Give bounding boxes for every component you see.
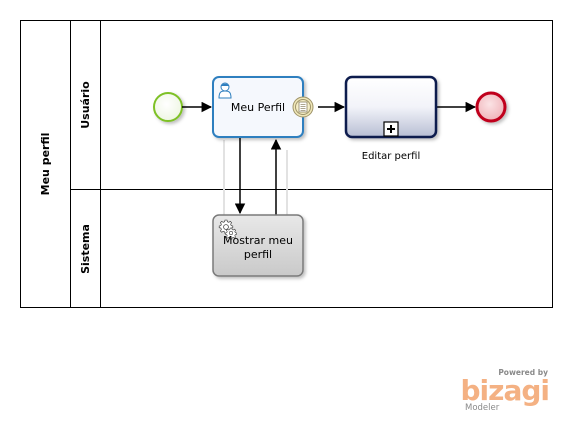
powered-by-text: Powered by	[498, 368, 548, 377]
subprocess-task[interactable]	[344, 75, 438, 139]
message-event-icon[interactable]	[292, 96, 314, 118]
subprocess-label: Editar perfil	[362, 151, 420, 162]
start-event[interactable]	[153, 92, 183, 122]
modeler-text: Modeler	[465, 403, 500, 413]
lane-label-sistema: Sistema	[79, 224, 92, 274]
service-task-label-line1: Mostrar meu	[223, 234, 293, 247]
service-task-label-line2: perfil	[244, 248, 272, 261]
bizagi-wordmark: bizagi	[461, 374, 549, 407]
bizagi-logo: Powered by bizagi Modeler	[461, 368, 550, 413]
pool-label: Meu perfil	[39, 133, 52, 196]
user-icon	[218, 82, 232, 99]
user-task-label: Meu Perfil	[231, 101, 285, 114]
lane-label-usuario: Usuário	[79, 81, 92, 129]
expand-plus-icon[interactable]	[383, 121, 399, 137]
end-event[interactable]	[475, 91, 507, 123]
gear-icon	[225, 227, 237, 240]
